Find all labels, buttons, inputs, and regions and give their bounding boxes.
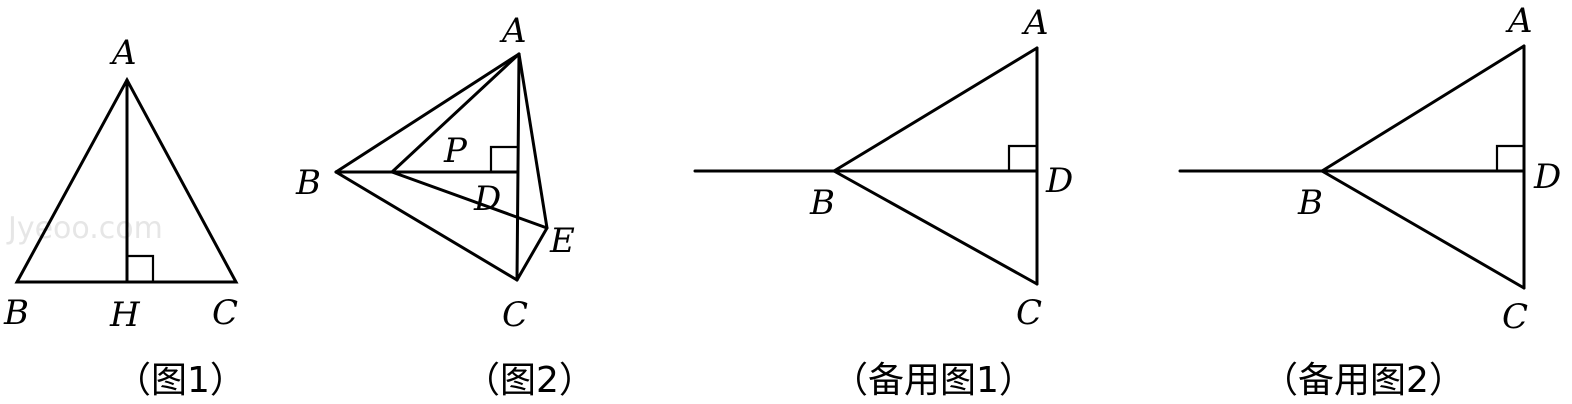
figure-1: Jyeoo.com A B H C （图1） xyxy=(3,33,246,401)
label-point-b: B xyxy=(3,293,29,333)
label-point-c: C xyxy=(502,295,528,335)
segment-ae xyxy=(517,52,549,230)
segment-ba xyxy=(334,52,521,174)
segment-pe xyxy=(390,170,549,230)
figure-2: A B P D E C （图2） xyxy=(295,11,595,401)
label-point-a: A xyxy=(1021,3,1049,43)
segment-ba xyxy=(1320,44,1526,173)
spare-figure-1: A B D C （备用图1） xyxy=(693,3,1073,401)
segment-pa xyxy=(390,52,521,174)
label-point-b: B xyxy=(1297,183,1323,223)
segment-bc xyxy=(1320,169,1526,290)
right-angle-mark-d xyxy=(1495,144,1524,171)
figure-caption: （备用图1） xyxy=(832,360,1035,401)
label-point-c: C xyxy=(1016,293,1042,333)
segment-ec xyxy=(515,226,549,282)
right-angle-mark-h xyxy=(127,254,155,282)
label-point-b: B xyxy=(295,163,321,203)
segment-ba xyxy=(832,46,1039,173)
figure-caption: （图2） xyxy=(464,360,595,401)
label-point-a: A xyxy=(1505,1,1533,41)
watermark: Jyeoo.com xyxy=(6,211,163,246)
spare-figure-2: A B D C （备用图2） xyxy=(1178,1,1561,401)
label-point-b: B xyxy=(809,183,835,223)
segment-ac xyxy=(515,52,521,282)
label-point-p: P xyxy=(443,131,468,171)
label-point-c: C xyxy=(212,293,238,333)
label-point-d: D xyxy=(1045,161,1073,201)
segment-bc xyxy=(832,169,1039,286)
label-point-a: A xyxy=(109,33,137,73)
right-angle-mark-d xyxy=(1007,144,1037,171)
figure-caption: （备用图2） xyxy=(1262,360,1465,401)
label-point-h: H xyxy=(109,295,141,335)
label-point-d: D xyxy=(473,179,501,219)
right-angle-mark-d xyxy=(489,145,517,172)
label-point-c: C xyxy=(1502,297,1528,337)
label-point-a: A xyxy=(499,11,527,51)
label-point-e: E xyxy=(549,221,575,261)
label-point-d: D xyxy=(1533,157,1561,197)
figure-caption: （图1） xyxy=(115,360,246,401)
segment-bc xyxy=(334,170,519,282)
